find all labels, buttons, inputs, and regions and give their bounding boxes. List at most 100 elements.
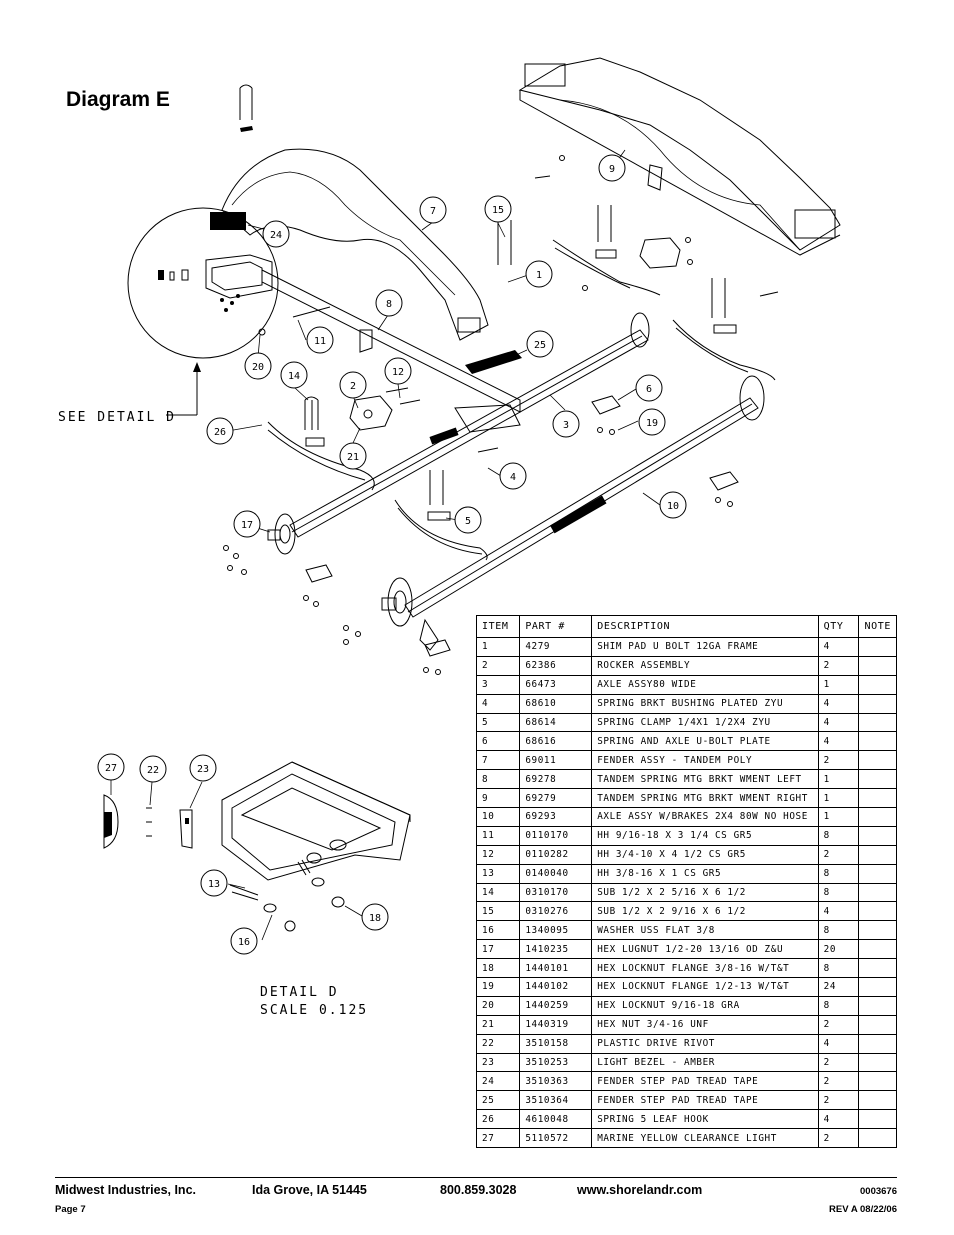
cell-qty: 4 bbox=[817, 712, 860, 733]
cell-part-number: 68610 bbox=[519, 693, 593, 714]
detail-caption: DETAIL D SCALE 0.125 bbox=[260, 984, 368, 1020]
callout-19: 19 bbox=[638, 408, 666, 436]
cell-part-number: 5110572 bbox=[519, 1128, 593, 1149]
cell-item: 14 bbox=[475, 882, 521, 903]
cell-note bbox=[858, 1033, 897, 1054]
cell-item: 26 bbox=[475, 1109, 521, 1130]
cell-qty: 2 bbox=[817, 1090, 860, 1111]
detail-caption-name: DETAIL D bbox=[260, 985, 339, 1000]
cell-item: 22 bbox=[475, 1033, 521, 1054]
callout-23: 23 bbox=[189, 754, 217, 782]
footer-doc-number: 0003676 bbox=[860, 1186, 897, 1197]
cell-part-number: 4610048 bbox=[519, 1109, 593, 1130]
callout-16: 16 bbox=[230, 927, 258, 955]
cell-qty: 2 bbox=[817, 655, 860, 676]
cell-description: SHIM PAD U BOLT 12GA FRAME bbox=[591, 637, 819, 657]
svg-text:1: 1 bbox=[536, 270, 542, 281]
cell-item: 3 bbox=[475, 674, 521, 695]
cell-item: 6 bbox=[475, 731, 521, 752]
callout-25: 25 bbox=[526, 330, 554, 358]
cell-note bbox=[858, 882, 897, 903]
cell-item: 25 bbox=[475, 1090, 521, 1111]
cell-item: 20 bbox=[475, 995, 521, 1016]
cell-note bbox=[858, 977, 897, 997]
cell-note bbox=[858, 825, 897, 846]
cell-note bbox=[858, 1052, 897, 1073]
cell-qty: 4 bbox=[817, 1033, 860, 1054]
callout-15: 15 bbox=[484, 195, 512, 223]
cell-description: HEX LOCKNUT 9/16-18 GRA bbox=[591, 995, 819, 1016]
cell-note bbox=[858, 674, 897, 695]
cell-item: 8 bbox=[475, 769, 521, 790]
cell-part-number: 1440101 bbox=[519, 958, 593, 979]
cell-qty: 20 bbox=[817, 939, 860, 960]
cell-description: TANDEM SPRING MTG BRKT WMENT RIGHT bbox=[591, 788, 819, 809]
header-description: DESCRIPTION bbox=[591, 615, 819, 638]
cell-note bbox=[858, 1090, 897, 1111]
svg-text:13: 13 bbox=[208, 879, 220, 890]
cell-item: 4 bbox=[475, 693, 521, 714]
cell-description: HEX NUT 3/4-16 UNF bbox=[591, 1014, 819, 1035]
cell-note bbox=[858, 863, 897, 884]
cell-part-number: 4279 bbox=[519, 637, 593, 657]
callout-26: 26 bbox=[206, 417, 234, 445]
svg-text:25: 25 bbox=[534, 340, 546, 351]
cell-part-number: 0310276 bbox=[519, 901, 593, 922]
cell-part-number: 0310170 bbox=[519, 882, 593, 903]
header-item: ITEM bbox=[475, 615, 521, 638]
cell-part-number: 1440259 bbox=[519, 995, 593, 1016]
cell-qty: 8 bbox=[817, 995, 860, 1016]
cell-note bbox=[858, 901, 897, 922]
svg-text:22: 22 bbox=[147, 765, 159, 776]
cell-description: SPRING CLAMP 1/4X1 1/2X4 ZYU bbox=[591, 712, 819, 733]
cell-item: 1 bbox=[475, 637, 521, 657]
footer-revision: REV A 08/22/06 bbox=[829, 1204, 897, 1215]
cell-note bbox=[858, 712, 897, 733]
callout-20: 20 bbox=[244, 352, 272, 380]
svg-text:10: 10 bbox=[667, 501, 679, 512]
callout-8: 8 bbox=[375, 289, 403, 317]
cell-description: SUB 1/2 X 2 9/16 X 6 1/2 bbox=[591, 901, 819, 922]
callout-27: 27 bbox=[97, 753, 125, 781]
cell-note bbox=[858, 1128, 897, 1149]
cell-note bbox=[858, 958, 897, 979]
cell-qty: 2 bbox=[817, 750, 860, 771]
svg-text:17: 17 bbox=[241, 520, 253, 531]
right-fender-illustration bbox=[518, 57, 841, 256]
cell-part-number: 69011 bbox=[519, 750, 593, 771]
callout-10: 10 bbox=[659, 491, 687, 519]
cell-qty: 8 bbox=[817, 958, 860, 979]
cell-note bbox=[858, 844, 897, 865]
detail-d-illustration bbox=[103, 761, 411, 932]
cell-qty: 2 bbox=[817, 1052, 860, 1073]
rear-axle-illustration bbox=[381, 319, 776, 651]
cell-qty: 2 bbox=[817, 1128, 860, 1149]
cell-qty: 2 bbox=[817, 1071, 860, 1092]
cell-qty: 1 bbox=[817, 788, 860, 809]
cell-qty: 24 bbox=[817, 977, 860, 997]
cell-description: HEX LOCKNUT FLANGE 1/2-13 W/T&T bbox=[591, 977, 819, 997]
callout-6: 6 bbox=[635, 374, 663, 402]
svg-text:23: 23 bbox=[197, 764, 209, 775]
cell-description: HH 9/16-18 X 3 1/4 CS GR5 bbox=[591, 825, 819, 846]
footer-company: Midwest Industries, Inc. bbox=[55, 1183, 196, 1197]
diagram-title: Diagram E bbox=[66, 88, 170, 111]
